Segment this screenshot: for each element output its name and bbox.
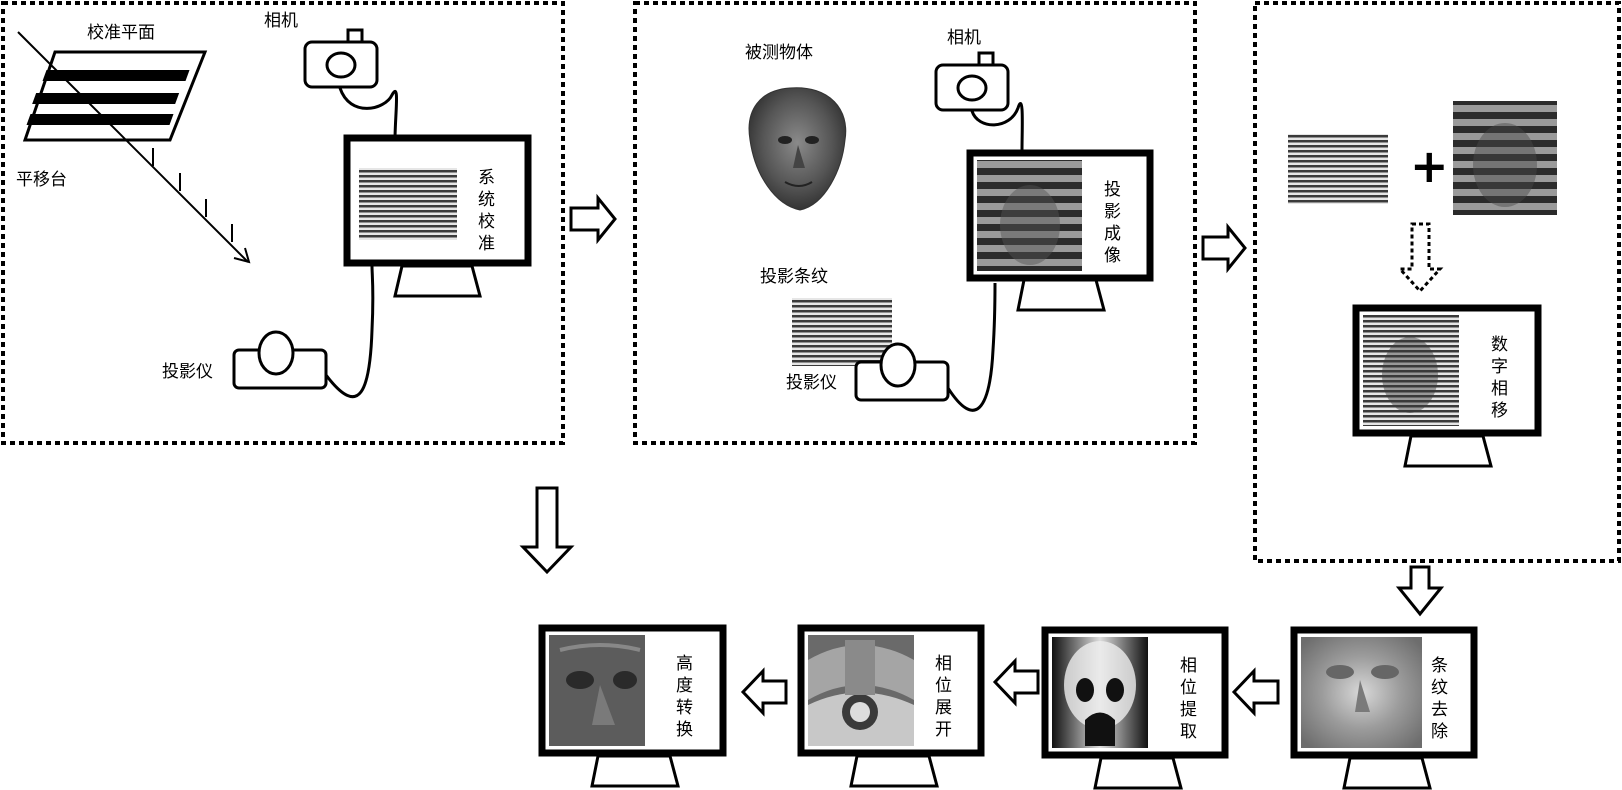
height-map-image — [549, 635, 645, 746]
svg-text:去: 去 — [1431, 700, 1448, 720]
svg-text:提: 提 — [1180, 700, 1197, 720]
camera-icon — [303, 28, 379, 89]
svg-text:字: 字 — [1491, 357, 1508, 377]
projection-screen-text: 投 影 成 像 — [1104, 180, 1121, 266]
arrow-down-icon-2 — [519, 486, 575, 575]
svg-text:位: 位 — [935, 676, 952, 696]
svg-text:像: 像 — [1104, 246, 1121, 266]
monitor-icon-7 — [538, 624, 727, 788]
svg-text:除: 除 — [1431, 722, 1448, 742]
pipeline-step-phase-extraction: 相 位 提 取 — [1041, 626, 1229, 790]
monitor-icon-2 — [966, 149, 1154, 312]
arrow-left-icon — [1231, 667, 1280, 717]
arrow-left-icon-3 — [740, 667, 788, 717]
svg-text:取: 取 — [1180, 722, 1197, 742]
svg-text:高: 高 — [676, 654, 693, 674]
translation-stage-label: 平移台 — [16, 170, 67, 190]
object-label: 被测物体 — [745, 43, 813, 63]
monitor-icon-5 — [1041, 626, 1229, 790]
translation-stage — [17, 31, 251, 264]
camera-icon-2 — [934, 51, 1010, 112]
svg-text:相: 相 — [1491, 379, 1508, 399]
svg-text:移: 移 — [1491, 401, 1508, 421]
projected-fringe-sample — [792, 298, 892, 366]
calibration-screen-text: 系 统 校 准 — [478, 168, 495, 254]
svg-text:系: 系 — [478, 168, 495, 188]
projector-icon-2 — [854, 342, 950, 402]
arrow-right-icon-2 — [1201, 222, 1247, 274]
svg-text:条: 条 — [1431, 656, 1448, 676]
object-fringe-image — [1453, 101, 1557, 215]
svg-text:位: 位 — [1180, 678, 1197, 698]
calibration-panel: 校准平面 平移台 相机 投影仪 系 统 校 准 — [1, 1, 565, 445]
svg-text:投: 投 — [1104, 180, 1121, 200]
calibration-plane-label: 校准平面 — [87, 23, 155, 43]
phase-shift-panel: + 数 字 相 移 — [1253, 1, 1621, 563]
plus-sign: + — [1410, 139, 1449, 193]
phase-shift-image — [1363, 315, 1459, 426]
projector-label: 投影仪 — [162, 362, 213, 382]
monitor-icon-4 — [1290, 626, 1478, 790]
arrow-down-icon — [1396, 222, 1444, 294]
projector-label-2: 投影仪 — [786, 373, 837, 393]
monitor-icon — [343, 134, 532, 298]
svg-text:开: 开 — [935, 720, 952, 740]
svg-text:转: 转 — [676, 698, 693, 718]
svg-text:准: 准 — [478, 234, 495, 254]
svg-text:影: 影 — [1104, 202, 1121, 222]
svg-text:相: 相 — [1180, 656, 1197, 676]
arrow-left-icon-2 — [992, 657, 1040, 707]
monitor-icon-3 — [1352, 304, 1542, 468]
svg-text:统: 统 — [478, 190, 495, 210]
arrow-right-icon — [569, 193, 617, 245]
monitor-icon-6 — [797, 624, 985, 788]
calibration-plane — [22, 50, 208, 142]
pipeline-step-phase-unwrapping: 相 位 展 开 — [797, 624, 985, 788]
measured-object — [748, 87, 847, 211]
fringe-label: 投影条纹 — [760, 267, 828, 287]
svg-text:度: 度 — [676, 676, 693, 696]
arrow-down-icon-3 — [1395, 565, 1445, 617]
deformed-fringe-image — [977, 160, 1082, 271]
calibration-fringe-image — [359, 168, 457, 240]
svg-text:成: 成 — [1104, 224, 1121, 244]
svg-text:相: 相 — [935, 654, 952, 674]
svg-text:换: 换 — [676, 720, 693, 740]
unwrapped-phase-image — [808, 635, 914, 746]
svg-text:纹: 纹 — [1431, 678, 1448, 698]
projector-icon — [232, 330, 328, 390]
svg-text:数: 数 — [1491, 335, 1508, 355]
svg-text:展: 展 — [935, 698, 952, 718]
camera-label-2: 相机 — [947, 28, 981, 48]
pipeline-step-height-conversion: 高 度 转 换 — [538, 624, 727, 788]
pipeline-step-fringe-removal: 条 纹 去 除 — [1290, 626, 1478, 790]
camera-label: 相机 — [264, 11, 298, 31]
projection-panel: 被测物体 相机 投影条纹 投影仪 投 影 成 — [633, 1, 1197, 445]
svg-text:校: 校 — [478, 212, 495, 232]
reference-fringe-image — [1288, 134, 1388, 204]
phase-shift-screen-text: 数 字 相 移 — [1491, 335, 1508, 421]
